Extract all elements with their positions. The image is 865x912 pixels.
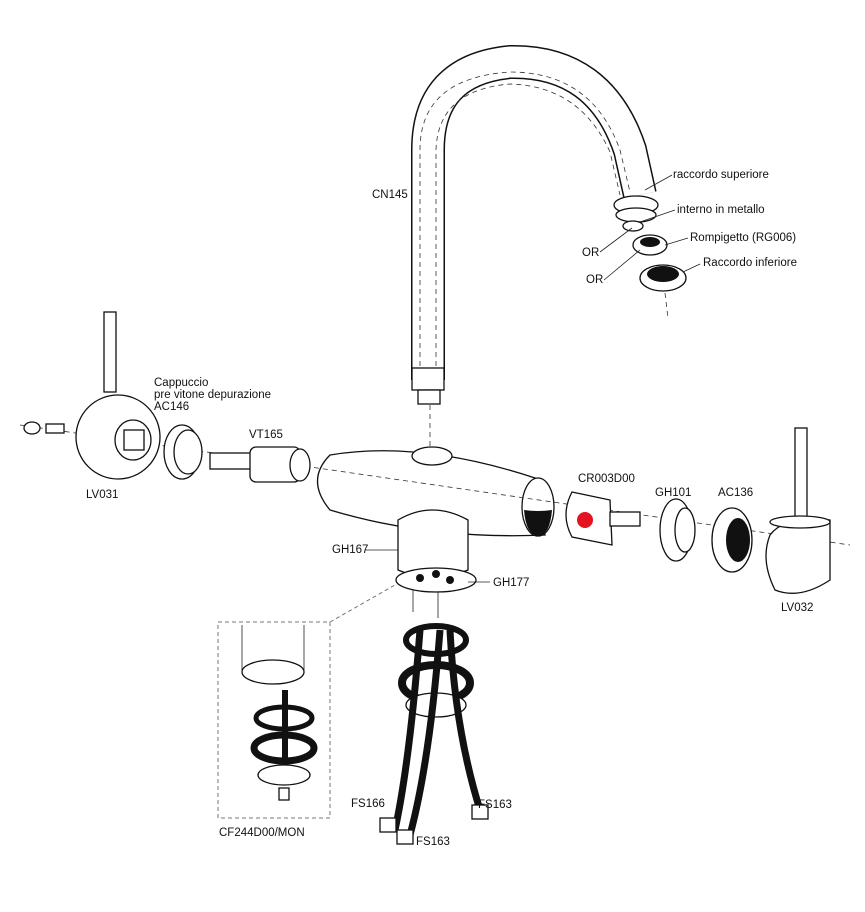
label-cap-line2: pre vitone depurazione xyxy=(154,389,271,401)
label-hose-center: FS163 xyxy=(416,836,450,848)
label-cover: AC136 xyxy=(718,487,753,499)
label-metal-insert: interno in metallo xyxy=(677,204,765,216)
label-cartridge: CR003D00 xyxy=(578,473,635,485)
label-base-disc: GH177 xyxy=(493,577,529,589)
label-lower-fitting: Raccordo inferiore xyxy=(703,257,797,269)
label-right-handle: LV032 xyxy=(781,602,813,614)
valve-vt165[interactable] xyxy=(209,446,311,483)
right-handle-lv032[interactable] xyxy=(765,427,831,594)
label-nut: GH101 xyxy=(655,487,691,499)
label-body: GH167 xyxy=(332,544,368,556)
cover-ac136[interactable] xyxy=(711,507,753,573)
fixing-kit-inset[interactable] xyxy=(217,584,396,819)
label-oring-1: OR xyxy=(582,247,599,259)
label-hose-right: FS163 xyxy=(478,799,512,811)
label-cap-line1: Cappuccio xyxy=(154,377,208,389)
label-oring-2: OR xyxy=(586,274,603,286)
spout-end-fittings xyxy=(613,195,687,319)
left-handle-lv031[interactable] xyxy=(23,311,161,480)
hoses[interactable] xyxy=(379,623,489,845)
spout-cn145[interactable] xyxy=(411,44,657,405)
label-aerator: Rompigetto (RG006) xyxy=(690,232,796,244)
highlight-dot xyxy=(577,512,593,528)
label-hose-left: FS166 xyxy=(351,798,385,810)
label-fixing-kit: CF244D00/MON xyxy=(219,827,305,839)
cap-ac146[interactable] xyxy=(163,424,203,480)
label-upper-fitting: raccordo superiore xyxy=(673,169,769,181)
nut-gh101[interactable] xyxy=(659,498,696,562)
leader-lines xyxy=(365,174,701,583)
label-left-handle: LV031 xyxy=(86,489,118,501)
body-gh167[interactable] xyxy=(317,446,555,618)
label-spout: CN145 xyxy=(372,189,408,201)
label-cap-code: AC146 xyxy=(154,401,189,413)
cartridge-cr003d00[interactable] xyxy=(565,491,641,546)
label-valve: VT165 xyxy=(249,429,283,441)
